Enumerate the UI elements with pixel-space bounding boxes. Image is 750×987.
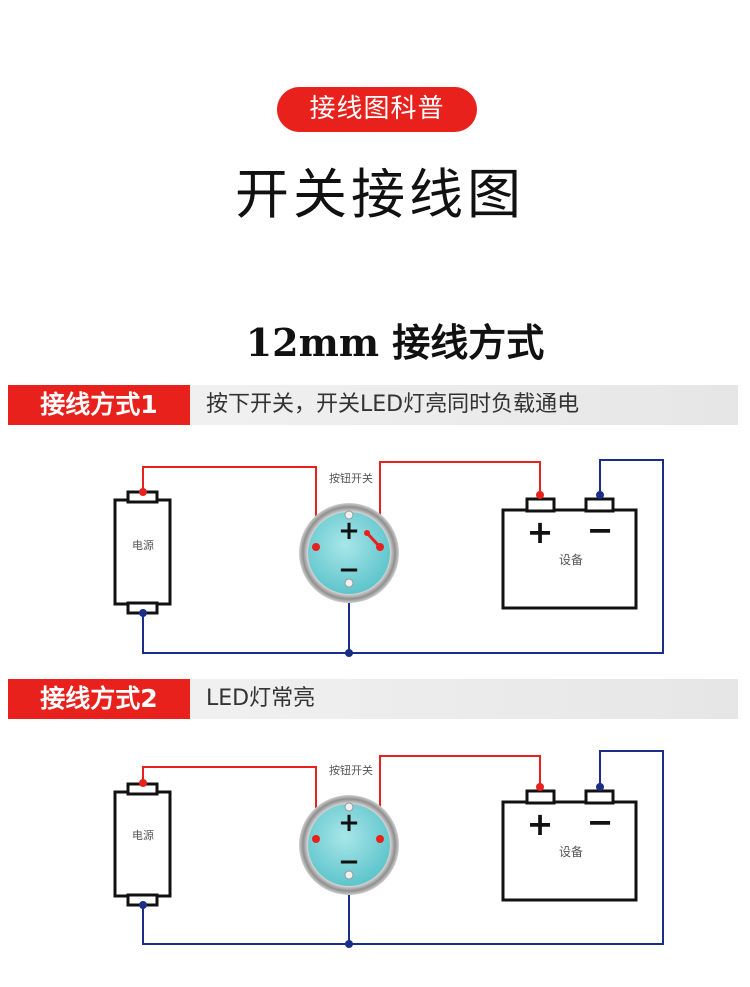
method-2-tag: 接线方式2 — [8, 679, 190, 719]
wiring-diagram-1: 电源 按钮开关 + − + − 设备 — [113, 459, 664, 657]
switch-pin-top — [344, 510, 354, 520]
wiring-diagram-2: 电源 按钮开关 + − + − 设备 — [113, 750, 664, 948]
switch-pin-bottom — [344, 578, 354, 588]
switch-label: 按钮开关 — [329, 763, 373, 777]
device-plus-sign: + — [527, 805, 554, 843]
device-negative-dot — [596, 491, 604, 499]
power-source-body — [113, 790, 172, 898]
diagram-subtitle: 12mm 接线方式 — [245, 320, 545, 365]
switch-label: 按钮开关 — [329, 471, 373, 485]
switch-right-terminal — [376, 835, 384, 843]
switch-plus-sign: + — [338, 516, 360, 546]
power-source-body — [113, 498, 172, 606]
method-2-header: 接线方式2 LED灯常亮 — [8, 679, 738, 719]
page-title: 开关接线图 — [235, 163, 525, 226]
device-positive-dot — [536, 491, 544, 499]
switch-plus-sign: + — [338, 808, 360, 838]
blue-wire-power-return — [142, 459, 664, 654]
device-plus-sign: + — [527, 513, 554, 551]
method-1-tag: 接线方式1 — [8, 385, 190, 425]
device-terminal-negative — [584, 789, 615, 805]
switch-right-terminal — [376, 543, 384, 551]
switch-pin-top — [344, 802, 354, 812]
power-label: 电源 — [132, 538, 154, 552]
power-label: 电源 — [132, 828, 154, 842]
junction-dot — [345, 940, 353, 948]
device-label: 设备 — [559, 845, 583, 859]
junction-dot — [345, 649, 353, 657]
power-negative-dot — [139, 609, 147, 617]
switch-pin-bottom — [344, 870, 354, 880]
device-body — [501, 800, 638, 902]
device-label: 设备 — [559, 553, 583, 567]
device-terminal-negative — [584, 497, 615, 513]
blue-wire-power-return — [142, 750, 664, 945]
switch-face — [308, 804, 390, 886]
device-minus-sign: − — [587, 511, 614, 549]
red-wire-switch-to-device — [379, 755, 541, 839]
device-negative-dot — [596, 783, 604, 791]
method-1-description: 按下开关，开关LED灯亮同时负载通电 — [206, 392, 580, 417]
red-wire-power-to-switch — [142, 466, 317, 547]
device-terminal-positive — [525, 789, 556, 805]
switch-minus-sign: − — [338, 555, 360, 585]
device-minus-sign: − — [587, 803, 614, 841]
method-2-description: LED灯常亮 — [206, 686, 316, 711]
switch-left-terminal — [312, 835, 320, 843]
red-wire-power-to-switch — [142, 766, 317, 839]
switch-left-terminal — [312, 543, 320, 551]
device-terminal-positive — [525, 497, 556, 513]
method-1-header: 接线方式1 按下开关，开关LED灯亮同时负载通电 — [8, 385, 738, 425]
red-wire-switch-to-device — [379, 461, 541, 547]
power-positive-dot — [139, 779, 147, 787]
power-negative-dot — [139, 901, 147, 909]
switch-minus-sign: − — [338, 847, 360, 877]
device-positive-dot — [536, 783, 544, 791]
device-body — [501, 508, 638, 610]
power-positive-dot — [139, 488, 147, 496]
section-badge: 接线图科普 — [277, 87, 477, 132]
switch-center-terminal — [364, 530, 370, 536]
